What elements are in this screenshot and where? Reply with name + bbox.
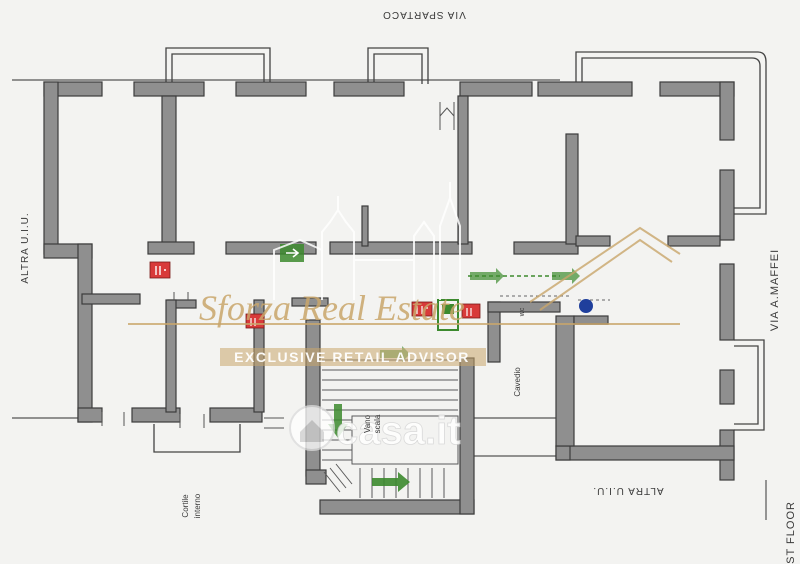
door-bottom-right bbox=[264, 417, 284, 429]
outer-wall-bottom-c bbox=[209, 407, 263, 423]
outer-wall-right-c bbox=[719, 369, 735, 405]
balcony-top-2-inner bbox=[373, 53, 423, 84]
stair-wall-left bbox=[305, 319, 321, 477]
thin-lines bbox=[12, 79, 767, 520]
watermark-tagline-bar bbox=[220, 348, 486, 366]
street-label-right: VIA A.MAFFEI bbox=[769, 249, 781, 331]
outer-wall-left bbox=[43, 81, 59, 255]
casa-logo-icon bbox=[289, 405, 335, 451]
door-top-right bbox=[439, 102, 455, 130]
inner-wall-right-2 bbox=[573, 315, 609, 325]
floor-label: 1ST FLOOR bbox=[785, 501, 797, 564]
other-unit-label-left: ALTRA U.I.U. bbox=[20, 212, 31, 283]
outer-wall-bottom-right bbox=[555, 445, 735, 461]
outer-wall-top-d bbox=[333, 81, 405, 97]
inner-wall-1 bbox=[161, 95, 177, 247]
stair-steps-upper bbox=[322, 359, 458, 411]
walls bbox=[43, 81, 735, 515]
cavedio-wall-top bbox=[487, 301, 561, 313]
blue-dot-icon bbox=[579, 299, 593, 313]
balcony-bottom bbox=[153, 424, 241, 453]
balconies bbox=[153, 47, 767, 453]
outer-wall-right-mid bbox=[719, 169, 735, 241]
street-label-top: VIA SPARTACO bbox=[382, 9, 466, 20]
inner-wall-14 bbox=[291, 297, 329, 307]
outer-wall-top-c bbox=[235, 81, 307, 97]
balcony-top-1-inner bbox=[171, 53, 265, 84]
inner-wall-5 bbox=[513, 241, 579, 255]
outer-wall-top-e bbox=[459, 81, 533, 97]
door-bottom-mid bbox=[179, 414, 205, 428]
outer-wall-right-top bbox=[719, 81, 735, 141]
inner-wall-8 bbox=[575, 235, 611, 247]
inner-wall-4 bbox=[329, 241, 473, 255]
balcony-top-1 bbox=[165, 47, 271, 84]
outer-wall-top-f bbox=[537, 81, 633, 97]
wc-label: wc bbox=[519, 307, 526, 317]
outer-wall-left-lower bbox=[77, 243, 93, 423]
outer-wall-top-b bbox=[133, 81, 205, 97]
inner-wall-10 bbox=[81, 293, 141, 305]
stair-diag bbox=[323, 463, 353, 493]
outer-wall-bottom-right-b bbox=[555, 445, 571, 461]
stair-wall-bottom bbox=[319, 499, 475, 515]
exit-arrow-icon-bottom bbox=[372, 472, 410, 492]
outer-wall-right-b bbox=[719, 263, 735, 341]
fire-extinguisher-icon-3 bbox=[411, 301, 433, 317]
inner-wall-2 bbox=[147, 241, 195, 255]
inner-wall-12 bbox=[165, 299, 177, 413]
door-stair bbox=[173, 292, 189, 300]
inner-wall-7 bbox=[565, 133, 579, 245]
watermark-castle-icon bbox=[273, 182, 461, 300]
stair-wall-diag bbox=[305, 469, 327, 485]
fire-extinguisher-icon-4 bbox=[461, 303, 481, 319]
watermark-portal: casa.it bbox=[336, 409, 461, 453]
watermark-roof-lines bbox=[128, 226, 681, 325]
balcony-corner bbox=[575, 51, 767, 215]
cortile-label-line2: interno bbox=[193, 493, 202, 518]
inner-wall-right-1 bbox=[555, 315, 575, 447]
watermark-agency-tagline: EXCLUSIVE RETAIL ADVISOR bbox=[234, 349, 470, 365]
balcony-corner-inner bbox=[581, 57, 761, 209]
inner-wall-9 bbox=[667, 235, 721, 247]
stair-wall-right bbox=[459, 357, 475, 515]
balcony-right-inner bbox=[734, 345, 759, 425]
balcony-right bbox=[734, 339, 765, 431]
emergency-exit-icon bbox=[437, 299, 459, 331]
exit-arrow-icon-1 bbox=[470, 268, 504, 284]
cortile-label-line1: Cortile bbox=[181, 494, 190, 518]
outer-wall-bottom-a bbox=[77, 407, 103, 423]
fire-extinguisher-icon bbox=[149, 261, 171, 279]
cavedio-label: Cavedio bbox=[513, 367, 522, 397]
vano-scala-label-line2: scala bbox=[373, 414, 382, 433]
door-bottom-left bbox=[101, 412, 125, 426]
exit-arrow-icon-top bbox=[280, 244, 304, 262]
other-unit-label-bottom: ALTRA U.I.U. bbox=[592, 485, 663, 496]
inner-wall-6 bbox=[457, 95, 469, 245]
watermark-agency-name: Sforza Real Estate bbox=[199, 288, 465, 328]
inner-wall-15 bbox=[361, 205, 369, 247]
doors bbox=[101, 102, 455, 429]
stair-landing bbox=[351, 415, 459, 465]
vano-scala-label-line1: Vano bbox=[363, 414, 372, 433]
balcony-top-2 bbox=[367, 47, 429, 84]
